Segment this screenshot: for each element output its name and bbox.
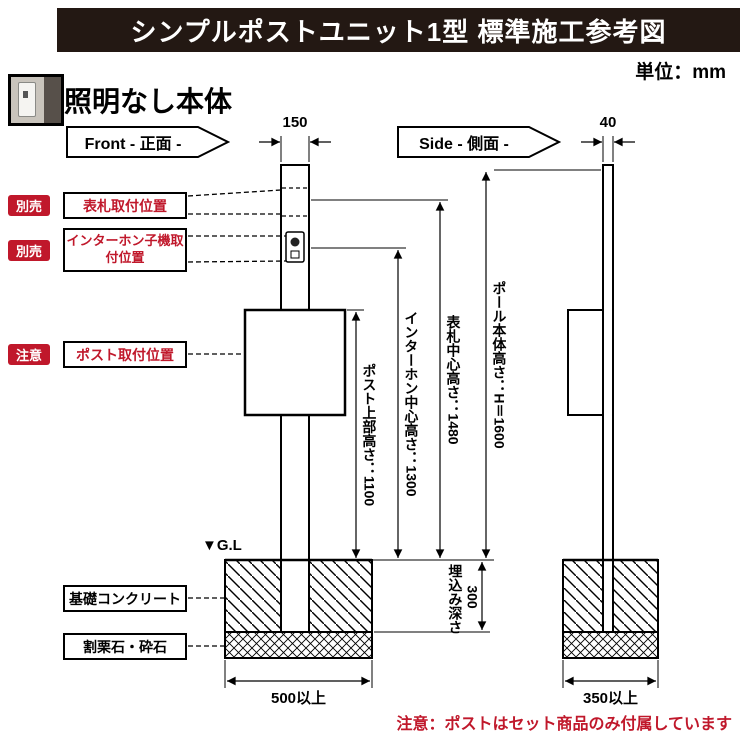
footer-caution-note: 注意：ポストはセット商品のみ付属しています [396,716,732,733]
dim-front-base-width: 500以上 [270,690,327,707]
banner-arrow-shape [66,126,230,158]
side-pole [602,164,614,633]
callout-intercom-position: インターホン子機取付位置 [63,228,187,272]
front-gravel [224,631,373,659]
dim-pole-height: ポール本体高さ：H＝1600 [491,281,508,449]
ground-level-label: ▼G.L [202,537,242,554]
photo-intercom-dot [23,91,28,98]
dim-intercom-center-height: インターホン中心高さ：1300 [403,311,420,497]
banner-arrow-shape [397,126,561,158]
dim-embed-depth-label: 埋込み深さ [447,564,464,634]
callout-nameplate-position: 表札取付位置 [63,192,187,219]
post-box [243,308,347,417]
photo-post-shape [18,82,36,117]
header-bar: シンプルポストユニット1型 標準施工参考図 [57,8,740,52]
photo-shade [44,77,61,123]
side-post-profile [567,309,604,416]
callout-foundation-concrete: 基礎コンクリート [63,585,187,612]
dim-post-top-height: ポスト上部高さ：1100 [361,363,378,507]
dim-front-width: 150 [282,114,308,131]
dim-nameplate-center-height: 表札中心高さ：1480 [445,315,462,445]
unit-label: 単位：mm [635,62,726,83]
product-photo-icon [8,74,64,126]
dim-side-base-width: 350以上 [582,690,639,707]
dim-side-width: 40 [599,114,617,131]
badge-sold-separately-intercom: 別売 [8,240,50,261]
callout-crushed-stone: 割栗石・砕石 [63,633,187,660]
side-view-label: Side - 側面 - [419,136,509,153]
callout-post-position: ポスト取付位置 [63,341,187,368]
badge-caution-post: 注意 [8,344,50,365]
side-gravel [562,631,659,659]
badge-sold-separately-nameplate: 別売 [8,195,50,216]
intercom-icon [285,231,305,263]
front-view-label: Front - 正面 - [84,136,182,153]
front-view-banner: Front - 正面 - [66,126,230,158]
section-title: 照明なし本体 [64,86,233,117]
page-title: シンプルポストユニット1型 標準施工参考図 [130,16,667,47]
side-view-banner: Side - 側面 - [397,126,561,158]
dim-embed-depth-value: 300 [464,585,481,609]
